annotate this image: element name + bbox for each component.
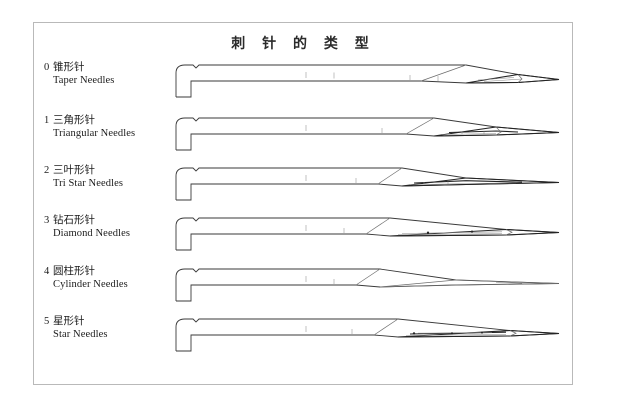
row-label-en-4: Cylinder Needles: [53, 279, 128, 290]
row-index-0: 0: [44, 62, 50, 73]
row-label-en-1: Triangular Needles: [53, 128, 136, 139]
figure-title: 刺 针 的 类 型: [231, 36, 375, 52]
star-needle-drawing: [166, 313, 566, 361]
row-index-2: 2: [44, 165, 50, 176]
row-label-cn-text-5: 星形针: [53, 315, 85, 327]
diamond-needle-drawing: [166, 212, 566, 260]
row-label-cn-text-4: 圆柱形针: [53, 265, 95, 277]
row-label-en-2: Tri Star Needles: [53, 178, 124, 189]
row-label-en-0: Taper Needles: [53, 75, 115, 86]
row-label-cn-text-0: 锥形针: [53, 61, 85, 73]
row-index-4: 4: [44, 266, 50, 277]
triangular-needle-drawing: [166, 112, 566, 160]
taper-needle-drawing: [166, 59, 566, 107]
row-label-cn-text-1: 三角形针: [53, 114, 95, 126]
row-label-cn-text-3: 钻石形针: [53, 214, 95, 226]
row-label-en-5: Star Needles: [53, 329, 108, 340]
cylinder-needle-drawing: [166, 263, 566, 311]
row-label-cn-text-2: 三叶形针: [53, 164, 95, 176]
row-label-en-3: Diamond Needles: [53, 228, 131, 239]
row-index-5: 5: [44, 316, 50, 327]
tri-star-needle-drawing: [166, 162, 566, 210]
row-index-1: 1: [44, 115, 50, 126]
row-index-3: 3: [44, 215, 50, 226]
